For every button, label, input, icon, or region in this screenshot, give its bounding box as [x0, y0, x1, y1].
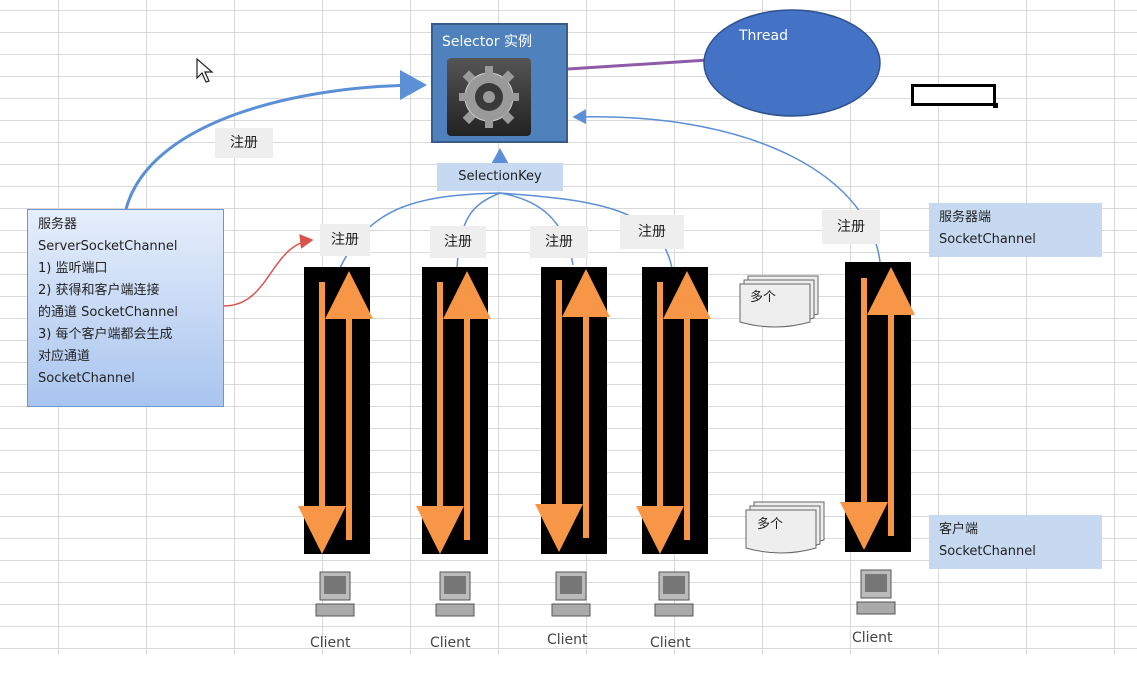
client-end-title: 客户端 [939, 522, 979, 537]
client-socketchannel-box: 客户端 SocketChannel [929, 515, 1102, 569]
server-line-1: 服务器 [38, 217, 78, 232]
multiple-label-top: 多个 [750, 290, 777, 305]
document-stack-icon-bottom [745, 501, 825, 554]
client-end-subtitle: SocketChannel [939, 544, 1036, 559]
socket-channel-1 [304, 267, 370, 554]
server-line-2: ServerSocketChannel [38, 239, 178, 254]
selector-instance-box: Selector 实例 [431, 23, 568, 143]
selector-title: Selector 实例 [442, 34, 532, 50]
server-line-6: 3) 每个客户端都会生成 [38, 327, 173, 342]
server-line-5: 的通道 SocketChannel [38, 305, 179, 320]
socket-channel-5 [845, 262, 911, 552]
client-label-2: Client [430, 635, 471, 651]
register-label-server: 注册 [215, 128, 273, 158]
selector-to-thread-link [567, 58, 709, 71]
server-line-3: 1) 监听端口 [38, 261, 108, 276]
gear-icon [447, 58, 531, 136]
socket-channel-4 [642, 267, 708, 554]
server-to-selector-connector [124, 70, 427, 210]
register-label-channel-5: 注册 [822, 210, 880, 244]
client-computer-icon-2 [435, 571, 475, 617]
register-label-channel-2: 注册 [430, 226, 486, 258]
multiple-label-bottom: 多个 [757, 517, 784, 532]
fill-handle[interactable] [993, 103, 998, 108]
server-socketchannel-box: 服务器端 SocketChannel [929, 203, 1102, 257]
client-computer-icon-5 [856, 569, 896, 615]
thread-ellipse [703, 9, 881, 117]
client-label-5: Client [852, 630, 893, 646]
client-computer-icon-4 [654, 571, 694, 617]
client-computer-icon-1 [315, 571, 355, 617]
client-label-1: Client [310, 635, 351, 651]
selected-cell-rectangle[interactable] [911, 84, 996, 106]
server-line-4: 2) 获得和客户端连接 [38, 283, 160, 298]
client-label-3: Client [547, 632, 588, 648]
socket-channel-2 [422, 267, 488, 554]
selectionkey-box: SelectionKey [437, 163, 563, 191]
server-line-8: SocketChannel [38, 371, 135, 386]
register-label-channel-4: 注册 [620, 215, 684, 249]
document-stack-icon-top [739, 275, 819, 328]
socket-channel-3 [541, 267, 607, 554]
client-label-4: Client [650, 635, 691, 651]
server-description-box: 服务器 ServerSocketChannel 1) 监听端口 2) 获得和客户… [27, 209, 224, 407]
server-end-title: 服务器端 [939, 210, 992, 225]
register-label-channel-3: 注册 [530, 226, 588, 258]
server-to-channel-connector [223, 233, 314, 307]
register-label-channel-1: 注册 [320, 224, 370, 256]
server-end-subtitle: SocketChannel [939, 232, 1036, 247]
thread-label: Thread [739, 28, 788, 44]
bottom-margin [0, 655, 1137, 675]
server-line-7: 对应通道 [38, 349, 91, 364]
client-computer-icon-3 [551, 571, 591, 617]
mouse-pointer-icon [196, 57, 214, 88]
